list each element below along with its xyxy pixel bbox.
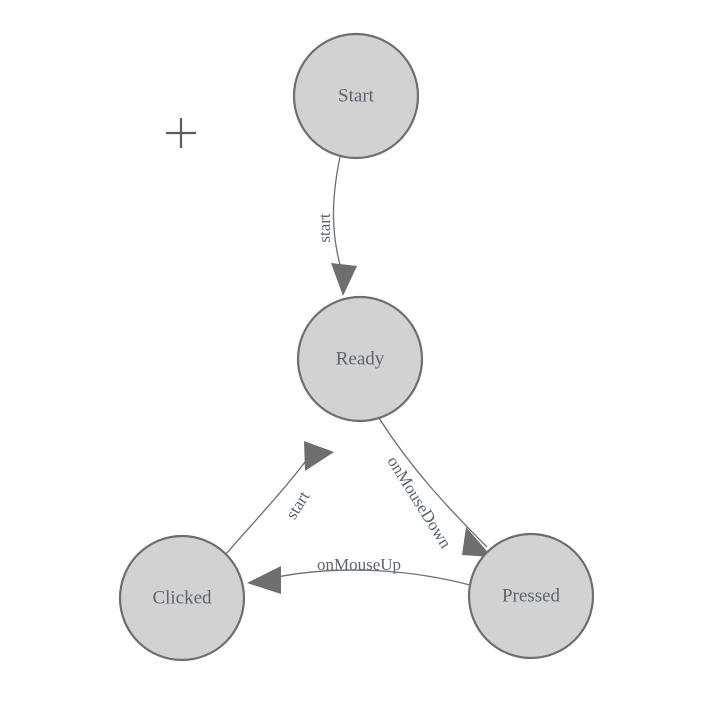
edge-label-clicked-to-ready: start bbox=[282, 487, 314, 522]
node-pressed-label: Pressed bbox=[502, 585, 561, 606]
edge-start-to-ready-arrowhead bbox=[331, 263, 357, 296]
node-start[interactable]: Start bbox=[292, 32, 420, 160]
edge-start-to-ready-path bbox=[332, 156, 343, 273]
edge-label-pressed-to-clicked: onMouseUp bbox=[317, 555, 401, 574]
node-ready-label: Ready bbox=[336, 348, 385, 369]
node-ready-circle bbox=[296, 295, 424, 423]
edge-clicked-to-ready-arrowhead bbox=[304, 441, 334, 471]
edge-pressed-to-clicked-path bbox=[271, 569, 471, 586]
node-ready[interactable]: Ready bbox=[296, 295, 424, 423]
edge-clicked-to-ready[interactable] bbox=[225, 441, 334, 555]
node-pressed-circle bbox=[467, 532, 595, 660]
node-clicked-label: Clicked bbox=[152, 587, 212, 608]
edge-start-to-ready[interactable] bbox=[331, 156, 357, 296]
node-start-label: Start bbox=[338, 85, 375, 106]
node-pressed[interactable]: Pressed bbox=[467, 532, 595, 660]
edge-pressed-to-clicked-arrowhead bbox=[247, 566, 281, 594]
node-start-circle bbox=[292, 32, 420, 160]
node-clicked[interactable]: Clicked bbox=[118, 534, 246, 662]
edge-ready-to-pressed[interactable] bbox=[378, 417, 492, 557]
edge-ready-to-pressed-arrowhead bbox=[462, 527, 492, 557]
edge-label-start-to-ready: start bbox=[315, 213, 334, 243]
crosshair-icon bbox=[166, 118, 196, 148]
edge-pressed-to-clicked[interactable] bbox=[247, 566, 471, 594]
edge-ready-to-pressed-path bbox=[378, 417, 488, 548]
node-clicked-circle bbox=[118, 534, 246, 662]
edge-clicked-to-ready-path bbox=[225, 453, 312, 555]
